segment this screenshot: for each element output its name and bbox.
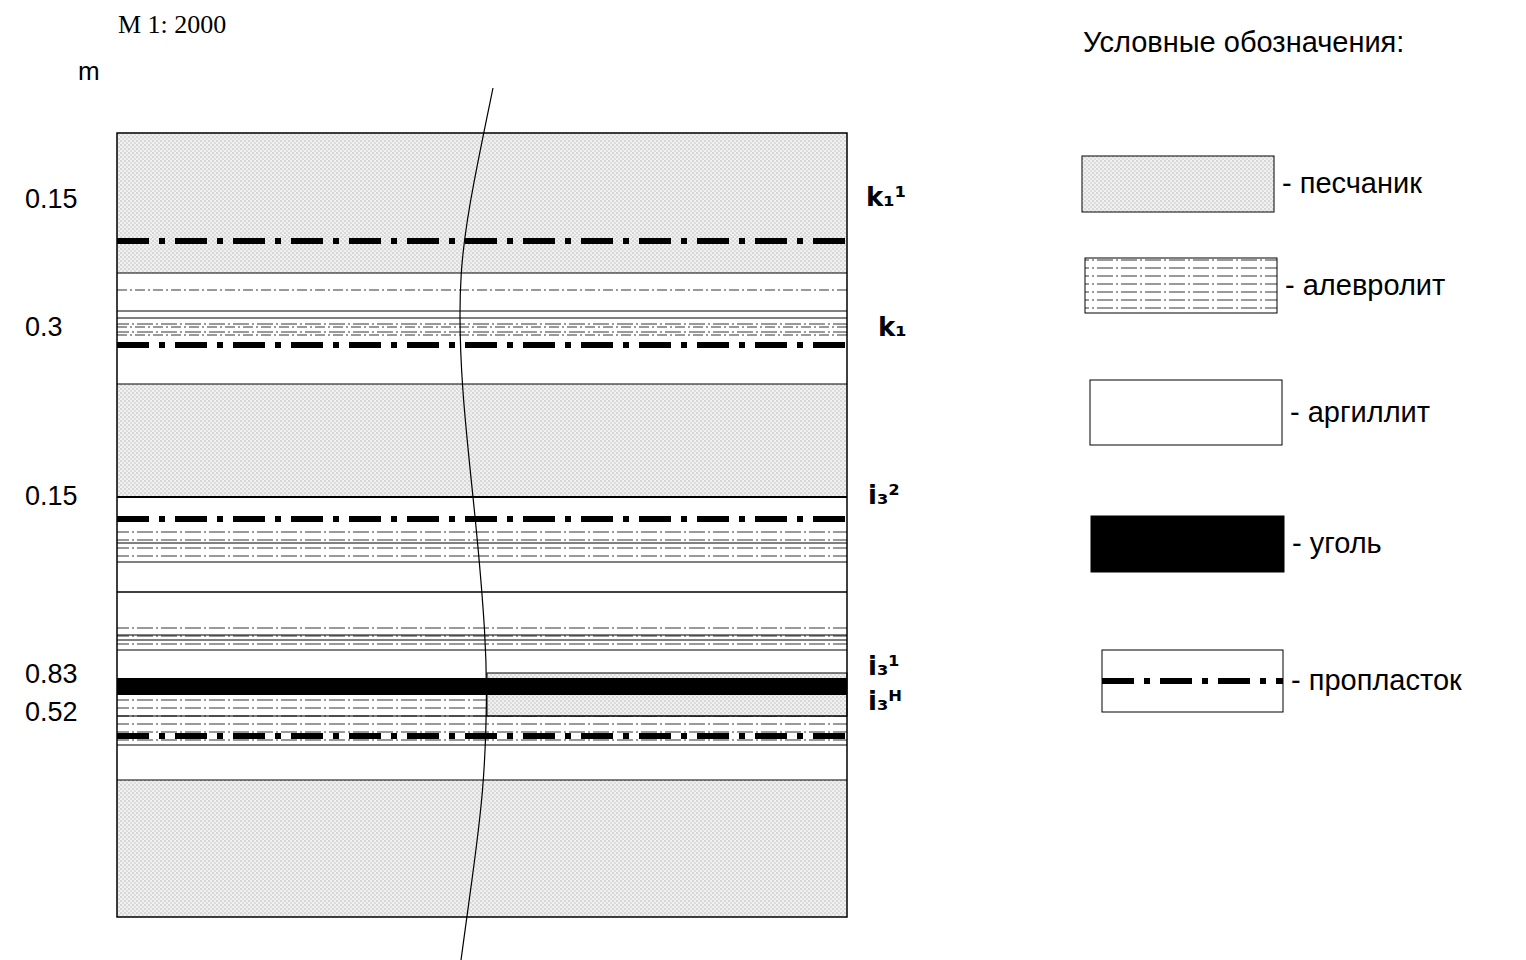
- contact-line: [117, 496, 847, 498]
- contact-line: [117, 273, 847, 274]
- legend-text: - аргиллит: [1290, 398, 1430, 427]
- legend-text: - песчаник: [1282, 169, 1422, 198]
- siltstone-line: [117, 290, 847, 291]
- coal-streak: [117, 342, 847, 348]
- rock-layer: [117, 716, 847, 745]
- seam-index: i₃²: [868, 482, 900, 508]
- contact-line: [117, 650, 847, 651]
- legend-text: - алевролит: [1285, 271, 1445, 300]
- contact-line: [117, 311, 847, 312]
- rock-layer: [117, 745, 847, 780]
- contact-line: [117, 384, 847, 385]
- thickness-value: 0.52: [25, 699, 78, 726]
- legend-swatch: [1102, 650, 1283, 712]
- siltstone-band: [117, 535, 847, 556]
- siltstone-line: [117, 327, 847, 328]
- rock-layer: [117, 133, 847, 273]
- legend-swatch: [1090, 380, 1282, 445]
- caption-text: M 1: 2000: [118, 12, 226, 38]
- coal-streak: [117, 733, 847, 739]
- legend-swatch: [1091, 516, 1284, 572]
- contact-line: [117, 640, 847, 641]
- seam-index: k₁¹: [866, 184, 906, 210]
- seam-index: i₃ᴴ: [868, 688, 902, 714]
- legend-text: - уголь: [1292, 529, 1382, 558]
- legend-swatch: [1085, 258, 1277, 313]
- siltstone-line: [117, 335, 847, 336]
- siltstone-band: [117, 318, 847, 338]
- thickness-value: 0.83: [25, 661, 78, 688]
- contact-line: [117, 543, 847, 544]
- fault-line: [460, 88, 493, 960]
- legend-streak: [1102, 678, 1283, 684]
- rock-layer: [117, 530, 847, 562]
- contact-line: [117, 780, 847, 781]
- rock-layer: [117, 625, 847, 650]
- seam-index: i₃¹: [868, 653, 900, 679]
- caption-text: m: [78, 58, 100, 84]
- thickness-value: 0.3: [25, 314, 63, 341]
- contact-line: [117, 635, 847, 636]
- coal-streak: [117, 238, 847, 244]
- contact-line: [117, 318, 847, 319]
- coal-streak: [117, 516, 847, 522]
- rock-layer: [117, 678, 847, 695]
- thickness-value: 0.15: [25, 483, 78, 510]
- rock-layer: [117, 497, 847, 530]
- legend-text: - пропласток: [1291, 666, 1462, 695]
- rock-layer: [117, 384, 847, 497]
- contact-line: [117, 562, 847, 563]
- coal-seam: [117, 678, 847, 695]
- rock-layer: [117, 273, 847, 384]
- rock-layer: [117, 695, 487, 716]
- thickness-value: 0.15: [25, 186, 78, 213]
- contact-line: [117, 716, 847, 717]
- seam-index: k₁: [878, 314, 907, 340]
- legend-swatch: [1082, 156, 1274, 212]
- caption-text: Условные обозначения:: [1083, 28, 1404, 57]
- contact-line: [117, 745, 847, 746]
